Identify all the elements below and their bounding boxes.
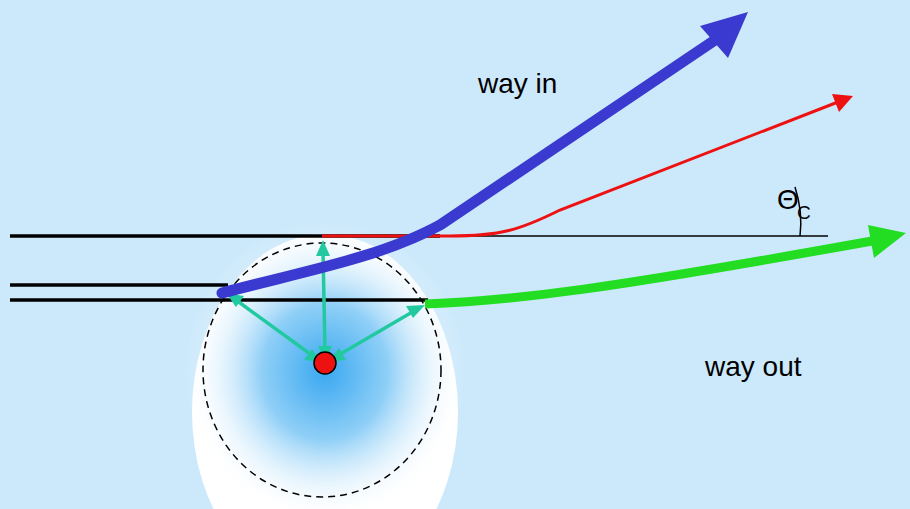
arrowhead [832, 94, 853, 112]
nucleus [314, 352, 336, 374]
arrowhead [700, 12, 748, 58]
arrowhead [868, 225, 906, 258]
trajectory-label: way in [478, 70, 557, 98]
angle-subscript: C [797, 203, 811, 222]
critical-trajectory [322, 102, 838, 236]
dashed-boundary [203, 243, 441, 497]
way-out-trajectory [425, 241, 872, 304]
way-in-trajectory [222, 38, 718, 293]
distance-arrows [226, 240, 425, 362]
crystal-plane [10, 283, 228, 287]
trajectory-label: way out [705, 353, 802, 381]
red-trace [425, 238, 880, 305]
crystal-plane [10, 298, 428, 302]
angle-symbol: Θ [777, 186, 799, 214]
